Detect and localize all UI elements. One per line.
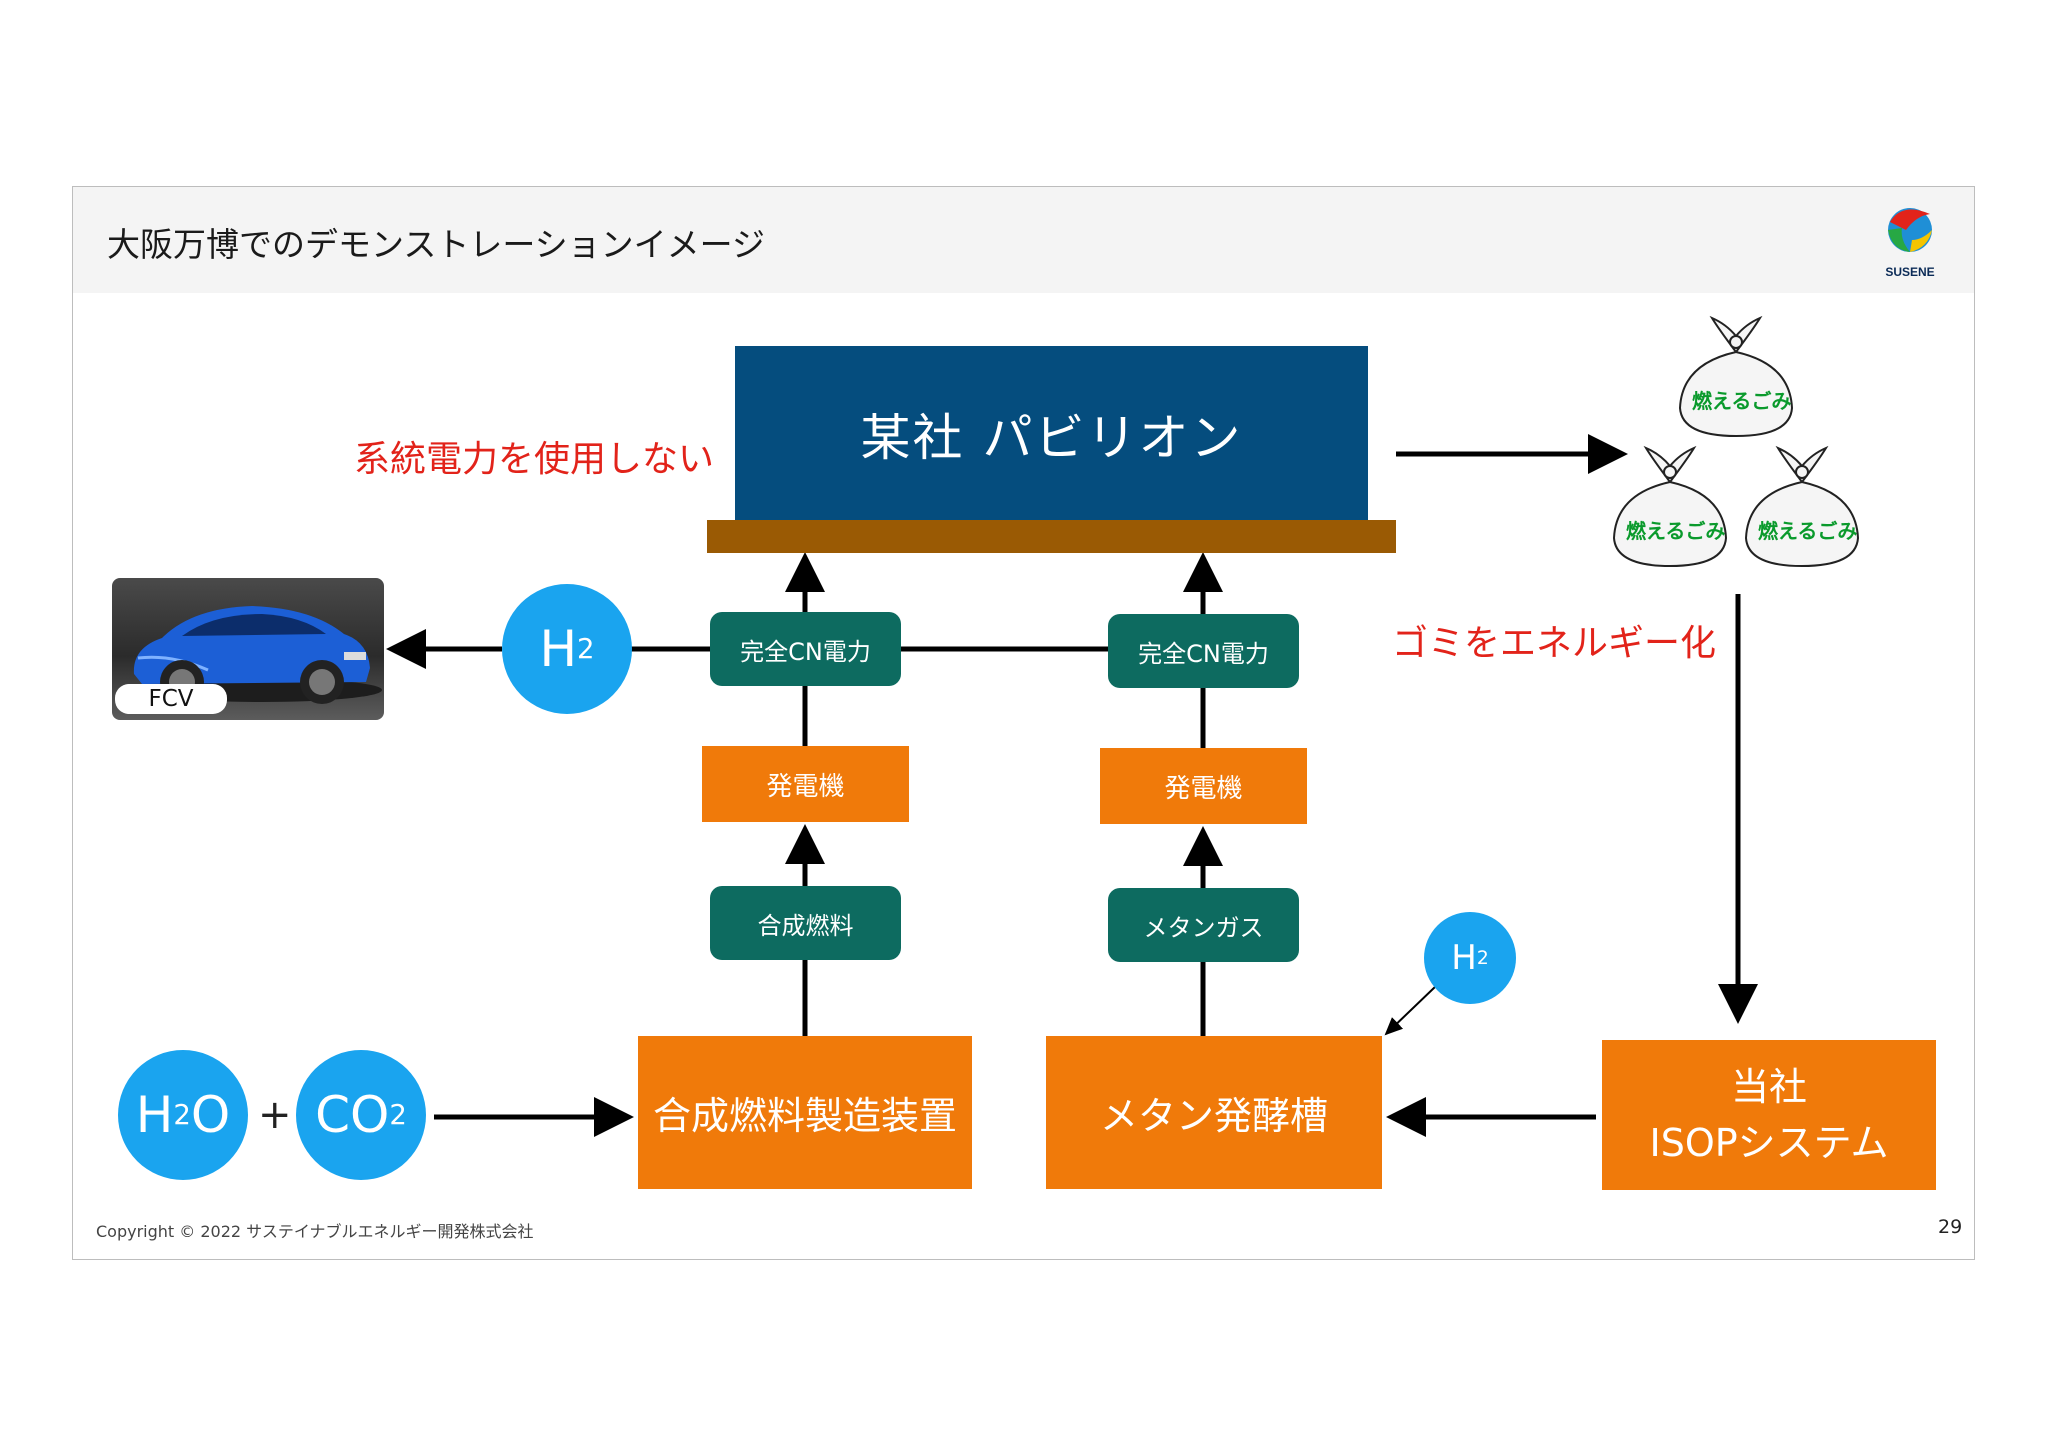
- pavilion-label: 某社 パビリオン: [860, 408, 1243, 467]
- fcv-label: FCV: [115, 684, 227, 714]
- plus-sign: +: [258, 1092, 292, 1138]
- garbage-bag-left-label: 燃えるごみ: [1626, 519, 1726, 543]
- methane-fermentation-tank-box: メタン発酵槽: [1046, 1036, 1382, 1189]
- right-power-pill: 完全CN電力: [1108, 614, 1299, 688]
- right-power-label: 完全CN電力: [1138, 639, 1269, 668]
- pavilion-box: 某社 パビリオン: [735, 346, 1368, 521]
- garbage-bag-icon: [1744, 445, 1860, 568]
- footer-copyright: Copyright © 2022 サステイナブルエネルギー開発株式会社: [96, 1222, 534, 1241]
- slide-header: [73, 187, 1974, 293]
- h2o-o: O: [190, 1086, 231, 1144]
- left-generator-box: 発電機: [702, 746, 909, 822]
- garbage-bag-right-label: 燃えるごみ: [1758, 519, 1858, 543]
- fcv-car-photo: [112, 578, 384, 720]
- synthetic-fuel-label: 合成燃料: [757, 911, 854, 940]
- methane-gas-pill: メタンガス: [1108, 888, 1299, 962]
- waste-to-energy-label: ゴミをエネルギー化: [1392, 623, 1717, 664]
- right-generator-label: 発電機: [1164, 773, 1243, 804]
- left-power-label: 完全CN電力: [740, 637, 871, 666]
- garbage-bag-right: [1738, 442, 1866, 570]
- co2-subscript: 2: [389, 1099, 407, 1131]
- susene-logo: SUSENE: [1876, 200, 1944, 282]
- h2-small-subscript: 2: [1476, 947, 1489, 969]
- isop-line1: 当社: [1730, 1065, 1807, 1109]
- left-power-pill: 完全CN電力: [710, 612, 901, 686]
- methane-gas-label: メタンガス: [1143, 913, 1264, 942]
- no-grid-power-label: 系統電力を使用しない: [354, 439, 715, 480]
- methane-fermentation-tank-label: メタン発酵槽: [1099, 1094, 1328, 1138]
- garbage-bag-top: [1672, 312, 1800, 440]
- co2-co: CO: [315, 1086, 390, 1144]
- arrow-h2-to-tank: [1384, 985, 1437, 1036]
- slide-title: 大阪万博でのデモンストレーションイメージ: [107, 225, 766, 264]
- garbage-bag-icon: [1678, 315, 1794, 438]
- fuel-synthesis-device-label: 合成燃料製造装置: [652, 1094, 957, 1138]
- isop-line2: ISOPシステム: [1649, 1121, 1889, 1165]
- h2-symbol: H: [539, 620, 578, 678]
- logo-text: SUSENE: [1885, 265, 1934, 279]
- isop-system-box: 当社 ISOPシステム: [1602, 1040, 1936, 1190]
- h2-small-symbol: H: [1451, 938, 1477, 978]
- h2o-h: H: [135, 1086, 174, 1144]
- garbage-bag-left: [1606, 442, 1734, 570]
- garbage-bag-icon: [1612, 445, 1728, 568]
- page-number: 29: [1938, 1216, 1963, 1238]
- garbage-bag-top-label: 燃えるごみ: [1692, 389, 1792, 413]
- synthetic-fuel-pill: 合成燃料: [710, 886, 901, 960]
- left-generator-label: 発電機: [766, 771, 845, 802]
- right-generator-box: 発電機: [1100, 748, 1307, 824]
- h2-subscript: 2: [577, 633, 595, 665]
- fuel-synthesis-device-box: 合成燃料製造装置: [638, 1036, 972, 1189]
- car-icon: [133, 606, 382, 704]
- pavilion-base: [707, 520, 1396, 553]
- h2o-subscript: 2: [173, 1099, 191, 1131]
